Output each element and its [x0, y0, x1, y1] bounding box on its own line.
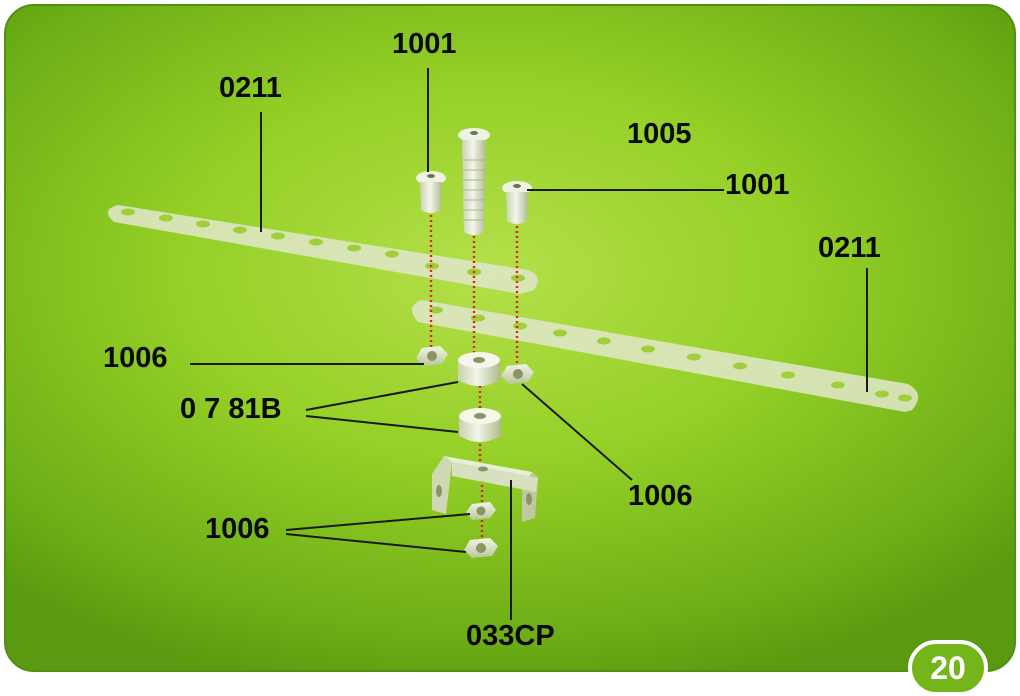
label-nut-1006-right: 1006 [628, 480, 693, 512]
nut-left [416, 346, 448, 366]
label-bolt-1005: 1005 [627, 118, 692, 150]
screw-1001-left [416, 171, 446, 213]
screw-1001-right [502, 181, 532, 224]
label-screw-1001-right: 1001 [725, 169, 790, 201]
strip-right [411, 300, 919, 412]
label-nut-1006-bottom: 1006 [205, 513, 270, 545]
label-strip-0211-right: 0211 [818, 232, 881, 264]
nut-bottom-upper [466, 502, 496, 520]
page-number: 20 [930, 650, 966, 686]
leader-lines [190, 68, 868, 620]
label-nut-1006-left: 1006 [103, 342, 168, 374]
label-spacer-0781b: 0 7 81B [180, 393, 282, 425]
nut-right [501, 364, 534, 384]
assembly-diagram [107, 68, 919, 620]
label-strip-0211-left: 0211 [219, 72, 282, 104]
page-number-badge: 20 [908, 640, 988, 696]
spacer-lower [459, 408, 501, 442]
bolt-1005 [458, 128, 490, 235]
label-bracket-033cp: 033CP [466, 620, 555, 652]
label-screw-1001-top: 1001 [392, 28, 457, 60]
bracket-033cp [432, 456, 538, 522]
nut-bottom-lower [464, 538, 498, 558]
spacer-upper [458, 352, 500, 386]
